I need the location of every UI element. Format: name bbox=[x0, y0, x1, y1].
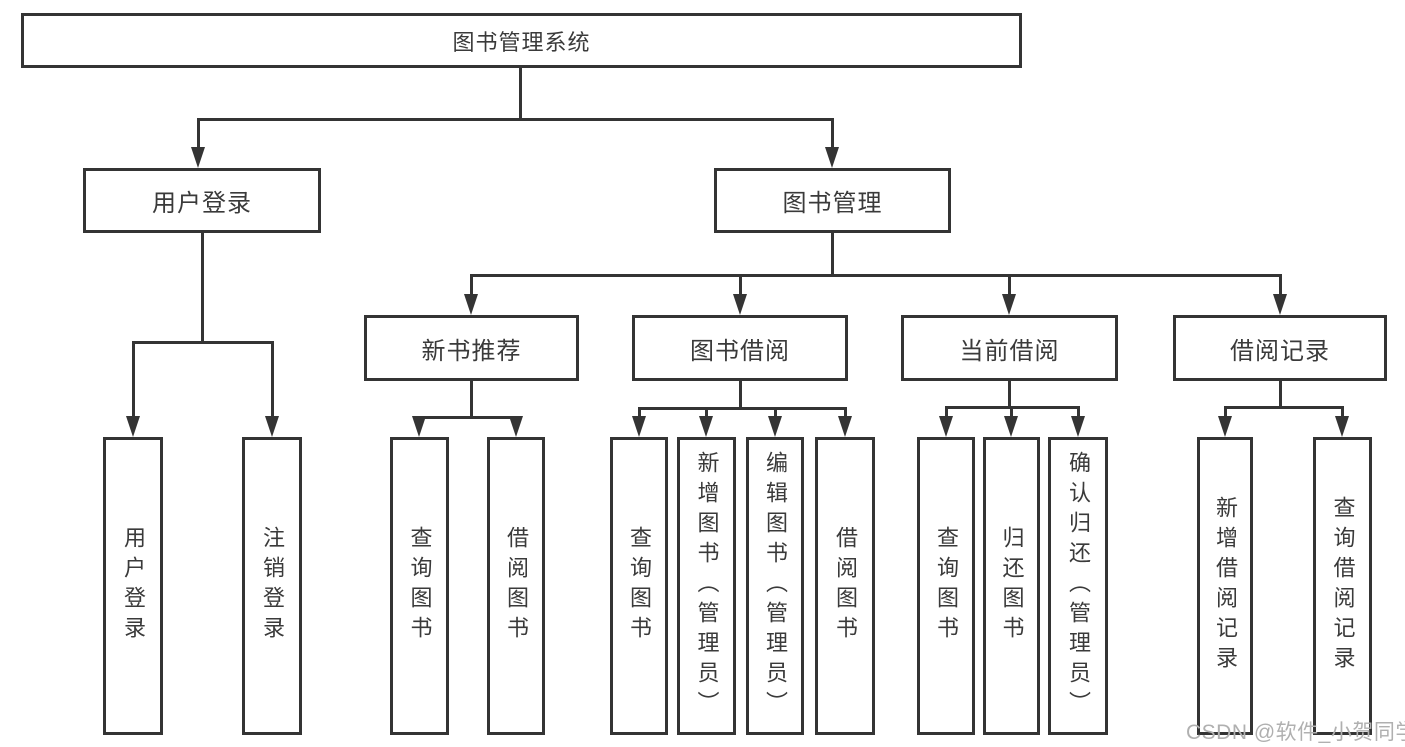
connector-arrow-shaft bbox=[1007, 274, 1011, 300]
connector-arrow-shaft bbox=[830, 118, 834, 153]
arrow-down-icon bbox=[1004, 416, 1018, 437]
connector-rail bbox=[131, 341, 274, 344]
connector-stub bbox=[738, 381, 742, 410]
connector-stub bbox=[469, 381, 473, 419]
leaf-add-borrow-record: 新增借阅记录 bbox=[1197, 437, 1253, 735]
connector-arrow-shaft bbox=[270, 341, 274, 422]
connector-stub bbox=[200, 233, 204, 344]
connector-rail bbox=[1223, 406, 1344, 409]
arrow-down-icon bbox=[699, 416, 713, 437]
leaf-borrowing-borrow-books: 借阅图书 bbox=[815, 437, 875, 735]
connector-rail bbox=[469, 274, 1282, 277]
connector-arrow-shaft bbox=[1223, 406, 1227, 422]
arrow-down-icon bbox=[1071, 416, 1085, 437]
leaf-newbook-borrow-books: 借阅图书 bbox=[487, 437, 545, 735]
connector-arrow-shaft bbox=[773, 407, 777, 422]
leaf-confirm-return-admin: 确认归还（管理员） bbox=[1048, 437, 1108, 735]
connector-arrow-shaft bbox=[469, 274, 473, 300]
connector-rail bbox=[196, 118, 834, 121]
leaf-current-query-books: 查询图书 bbox=[917, 437, 975, 735]
leaf-user-login: 用户登录 bbox=[103, 437, 163, 735]
node-user-login: 用户登录 bbox=[83, 168, 321, 233]
node-current-borrowing: 当前借阅 bbox=[901, 315, 1118, 381]
arrow-down-icon bbox=[412, 416, 426, 437]
leaf-logout-login: 注销登录 bbox=[242, 437, 302, 735]
node-book-management: 图书管理 bbox=[714, 168, 951, 233]
connector-arrow-shaft bbox=[738, 274, 742, 300]
node-book-borrowing: 图书借阅 bbox=[632, 315, 848, 381]
arrow-down-icon bbox=[191, 147, 205, 168]
leaf-add-books-admin: 新增图书（管理员） bbox=[677, 437, 736, 735]
watermark: CSDN @软件_小贺同学 bbox=[1186, 721, 1405, 744]
leaf-newbook-query-books: 查询图书 bbox=[390, 437, 449, 735]
arrow-down-icon bbox=[1273, 294, 1287, 315]
leaf-edit-books-admin: 编辑图书（管理员） bbox=[746, 437, 804, 735]
arrow-down-icon bbox=[1002, 294, 1016, 315]
connector-arrow-shaft bbox=[1009, 406, 1013, 422]
connector-stub bbox=[830, 233, 834, 277]
connector-rail bbox=[637, 407, 847, 410]
arrow-down-icon bbox=[1335, 416, 1349, 437]
connector-arrow-shaft bbox=[944, 406, 948, 422]
connector-arrow-shaft bbox=[843, 407, 847, 422]
connector-rail bbox=[417, 416, 518, 419]
arrow-down-icon bbox=[838, 416, 852, 437]
connector-arrow-shaft bbox=[1278, 274, 1282, 300]
arrow-down-icon bbox=[265, 416, 279, 437]
connector-arrow-shaft bbox=[704, 407, 708, 422]
leaf-borrowing-query-books: 查询图书 bbox=[610, 437, 668, 735]
arrow-down-icon bbox=[509, 416, 523, 437]
arrow-down-icon bbox=[825, 147, 839, 168]
connector-arrow-shaft bbox=[637, 407, 641, 422]
node-borrowing-records: 借阅记录 bbox=[1173, 315, 1387, 381]
arrow-down-icon bbox=[733, 294, 747, 315]
connector-arrow-shaft bbox=[196, 118, 200, 153]
arrow-down-icon bbox=[768, 416, 782, 437]
node-new-book-recommendation: 新书推荐 bbox=[364, 315, 579, 381]
connector-stub bbox=[518, 68, 522, 121]
leaf-query-borrow-record: 查询借阅记录 bbox=[1313, 437, 1372, 735]
arrow-down-icon bbox=[126, 416, 140, 437]
connector-arrow-shaft bbox=[1340, 406, 1344, 422]
node-library-management-system: 图书管理系统 bbox=[21, 13, 1022, 68]
connector-stub bbox=[1007, 381, 1011, 409]
leaf-return-books: 归还图书 bbox=[983, 437, 1040, 735]
connector-arrow-shaft bbox=[131, 341, 135, 422]
arrow-down-icon bbox=[464, 294, 478, 315]
arrow-down-icon bbox=[1218, 416, 1232, 437]
connector-stub bbox=[1278, 381, 1282, 409]
connector-arrow-shaft bbox=[1076, 406, 1080, 422]
arrow-down-icon bbox=[632, 416, 646, 437]
arrow-down-icon bbox=[939, 416, 953, 437]
